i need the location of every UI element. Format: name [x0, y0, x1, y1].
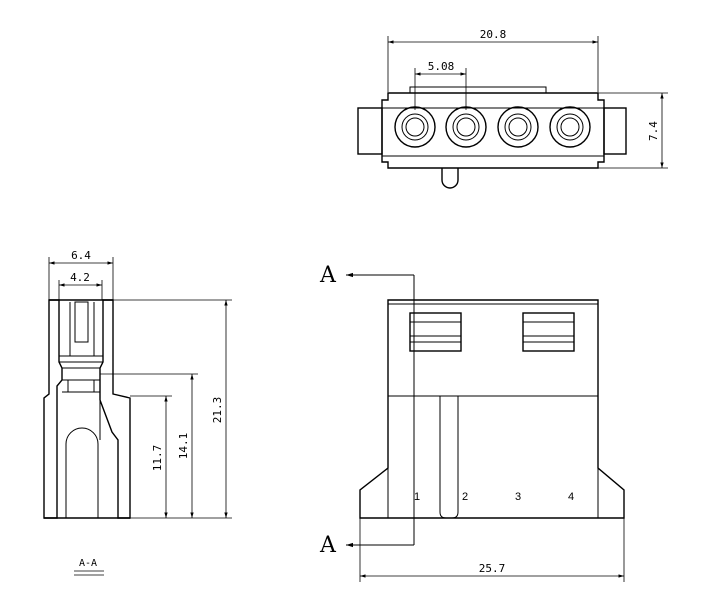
pin-label: 1 [414, 491, 420, 503]
section-marker-top: A [319, 263, 337, 288]
section-marker-bottom: A [319, 533, 337, 558]
dim-top-width: 20.8 [480, 28, 507, 41]
dim-pitch: 5.08 [428, 60, 455, 73]
dim-side-outer-width: 6.4 [71, 249, 91, 262]
pin-label: 4 [568, 491, 574, 503]
top-view: 20.8 5.08 7.4 [357, 28, 668, 189]
dim-front-width: 25.7 [479, 562, 506, 575]
top-view-holes [394, 106, 591, 148]
dim-side-mid-height: 14.1 [177, 433, 190, 460]
dim-side-low-height: 11.7 [151, 445, 164, 472]
front-view: A A 1 2 3 4 25.7 [319, 263, 625, 582]
pin-label: 2 [462, 491, 468, 503]
section-caption: A-A [79, 558, 97, 569]
dim-side-total-height: 21.3 [211, 397, 224, 424]
dim-side-inner-width: 4.2 [70, 271, 90, 284]
pin-label: 3 [515, 491, 521, 503]
dim-top-height: 7.4 [647, 121, 660, 141]
section-view: 6.4 4.2 11.7 [43, 249, 232, 576]
